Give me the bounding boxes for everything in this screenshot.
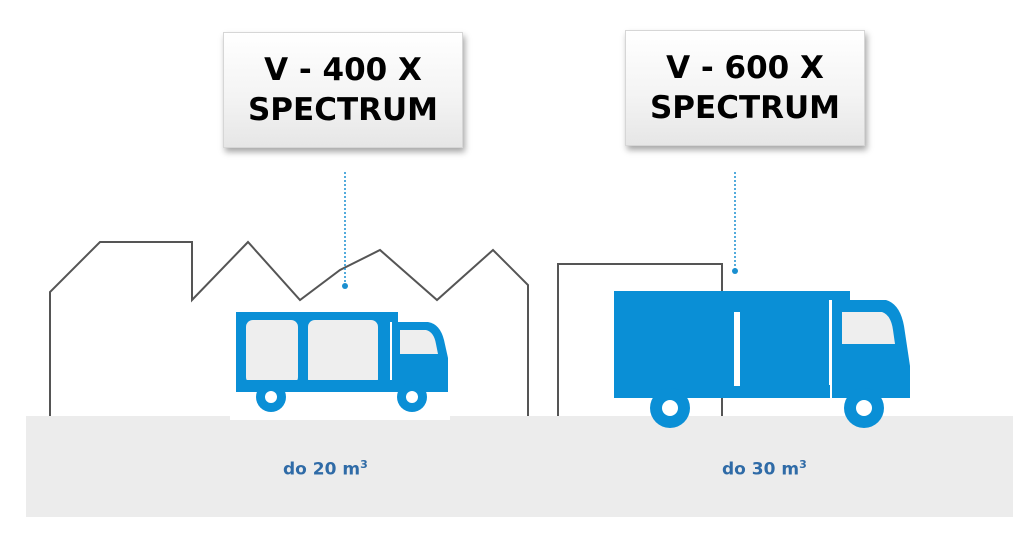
capacity-exponent-right: 3 — [799, 458, 807, 471]
model-series-left: SPECTRUM — [247, 92, 438, 128]
connector-dot-left — [342, 283, 348, 289]
building-outline-left — [49, 240, 529, 416]
model-name-left: V - 400 X — [264, 52, 422, 88]
ground-strip — [26, 416, 1013, 517]
capacity-exponent-left: 3 — [360, 458, 368, 471]
connector-dot-right — [732, 268, 738, 274]
large-truck-icon — [614, 291, 910, 428]
capacity-label-left: do 20 m3 — [283, 458, 368, 480]
capacity-text-left: do 20 m — [283, 459, 361, 480]
model-label-box-right: V - 600 X SPECTRUM — [625, 30, 865, 146]
model-label-box-left: V - 400 X SPECTRUM — [223, 32, 463, 148]
model-name-right: V - 600 X — [666, 50, 824, 86]
model-series-right: SPECTRUM — [649, 90, 840, 126]
small-truck-icon — [230, 312, 450, 420]
capacity-text-right: do 30 m — [722, 459, 800, 480]
capacity-label-right: do 30 m3 — [722, 458, 807, 480]
